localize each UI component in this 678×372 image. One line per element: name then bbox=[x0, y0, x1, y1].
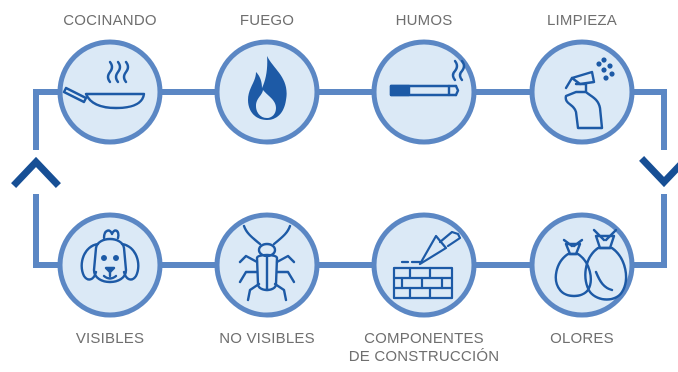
label-limpieza: LIMPIEZA bbox=[547, 12, 617, 29]
label-line-2: DE CONSTRUCCIÓN bbox=[348, 348, 500, 365]
visibles-circle bbox=[57, 212, 163, 318]
chevron-up-icon bbox=[11, 150, 61, 194]
chevron-down-icon bbox=[639, 150, 678, 194]
componentes-circle bbox=[371, 212, 477, 318]
label-olores: OLORES bbox=[550, 330, 614, 347]
label-cocinando: COCINANDO bbox=[63, 12, 157, 29]
brick-wall-trowel-icon bbox=[392, 230, 462, 300]
label-line-1: COMPONENTES bbox=[364, 330, 484, 347]
label-visibles: VISIBLES bbox=[75, 330, 145, 347]
label-humos: HUMOS bbox=[395, 12, 453, 29]
label-no-visibles: NO VISIBLES bbox=[219, 330, 315, 347]
garbage-bags-icon bbox=[554, 228, 628, 301]
cigarette-icon bbox=[389, 59, 466, 97]
frying-pan-icon bbox=[62, 60, 146, 110]
label-componentes-de-construccion: COMPONENTES DE CONSTRUCCIÓN bbox=[339, 330, 509, 366]
cocinando-circle bbox=[57, 39, 163, 145]
cockroach-icon bbox=[238, 224, 296, 302]
spray-bottle-icon bbox=[564, 57, 615, 130]
dog-icon bbox=[80, 229, 140, 284]
fire-icon bbox=[248, 56, 287, 120]
label-fuego: FUEGO bbox=[239, 12, 295, 29]
humos-circle bbox=[371, 39, 477, 145]
